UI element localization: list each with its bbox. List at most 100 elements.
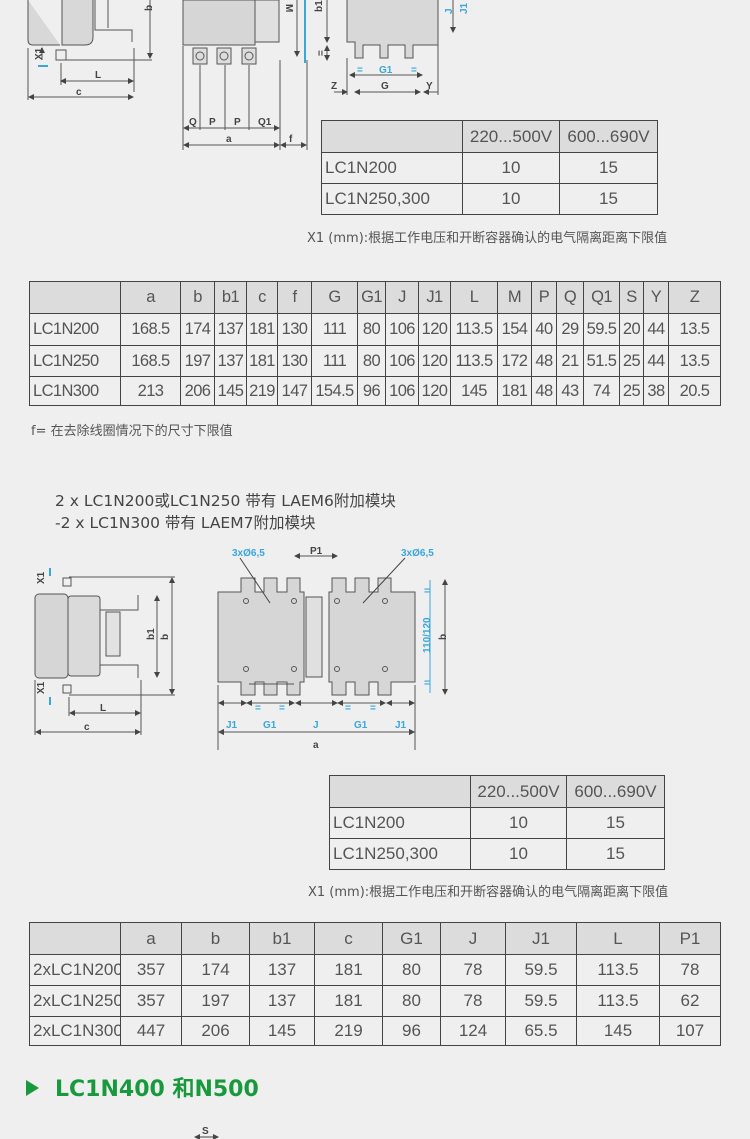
svg-text:G1: G1 bbox=[354, 720, 368, 731]
table-cell: L bbox=[450, 281, 498, 314]
drawing1-labels: X1 L c b Q P P Q1 a f M b1 = = G1 = G Z … bbox=[34, 0, 470, 145]
svg-text:Q1: Q1 bbox=[258, 117, 272, 128]
svg-text:=: = bbox=[255, 703, 261, 714]
table-cell: 206 bbox=[181, 1016, 250, 1046]
svg-text:J1: J1 bbox=[395, 720, 407, 731]
table-cell: a bbox=[120, 281, 181, 314]
table-cell: 44 bbox=[643, 313, 669, 346]
svg-text:b: b bbox=[160, 634, 171, 640]
svg-text:b1: b1 bbox=[314, 0, 325, 12]
svg-text:L: L bbox=[100, 703, 106, 714]
table-cell: 13.5 bbox=[668, 313, 721, 346]
table-cell: b bbox=[181, 922, 250, 955]
table-cell: 357 bbox=[120, 954, 182, 986]
table-cell: 74 bbox=[583, 376, 620, 406]
svg-text:G1: G1 bbox=[379, 65, 393, 76]
drawing2-labels: X1 X1 L c b1 b 3xØ6,5 3xØ6,5 P1 110/120 … bbox=[36, 546, 449, 751]
svg-text:=: = bbox=[316, 50, 327, 56]
table-cell: 219 bbox=[314, 1016, 383, 1046]
table-cell: 78 bbox=[440, 954, 506, 986]
svg-text:G: G bbox=[381, 81, 389, 92]
row-label: 2xLC1N300 bbox=[29, 1016, 121, 1046]
table-cell: P1 bbox=[659, 922, 721, 955]
table-cell: 181 bbox=[314, 985, 383, 1017]
rear-view-1 bbox=[324, 0, 456, 95]
table-cell: 62 bbox=[659, 985, 721, 1017]
table-cell: a bbox=[120, 922, 182, 955]
table-cell: f bbox=[277, 281, 312, 314]
table-cell: 145 bbox=[450, 376, 498, 406]
svg-text:b1: b1 bbox=[146, 628, 157, 640]
table-cell: 172 bbox=[497, 345, 532, 377]
svg-text:P1: P1 bbox=[310, 546, 323, 557]
table-cell: 137 bbox=[249, 954, 315, 986]
table-cell: 197 bbox=[180, 345, 215, 377]
table-cell: 65.5 bbox=[505, 1016, 577, 1046]
table-cell: b1 bbox=[214, 281, 247, 314]
svg-text:M: M bbox=[283, 4, 294, 12]
table-cell: b1 bbox=[249, 922, 315, 955]
table-cell: 137 bbox=[214, 313, 247, 346]
table-cell: 111 bbox=[311, 345, 358, 377]
table-cell: 51.5 bbox=[583, 345, 620, 377]
svg-text:c: c bbox=[84, 722, 90, 733]
table-cell: 137 bbox=[214, 345, 247, 377]
combo-line-1: 2 x LC1N200或LC1N250 带有 LAEM6附加模块 bbox=[55, 492, 396, 510]
table-cell: 48 bbox=[531, 376, 557, 406]
table-cell: 44 bbox=[643, 345, 669, 377]
table-cell: 124 bbox=[440, 1016, 506, 1046]
svg-text:L: L bbox=[95, 70, 101, 81]
table-cell: 43 bbox=[556, 376, 584, 406]
table-cell: 113.5 bbox=[576, 954, 660, 986]
table-cell: 20.5 bbox=[668, 376, 721, 406]
table-cell: c bbox=[246, 281, 278, 314]
table-cell: 113.5 bbox=[450, 345, 498, 377]
svg-text:X1: X1 bbox=[36, 571, 47, 584]
table-cell: 145 bbox=[214, 376, 247, 406]
next-drawing-stub: S bbox=[194, 1126, 219, 1139]
section-heading: LC1N400 和N500 bbox=[26, 1071, 259, 1103]
svg-text:G1: G1 bbox=[263, 720, 277, 731]
table-cell: 130 bbox=[277, 313, 312, 346]
table-cell: 168.5 bbox=[120, 313, 181, 346]
table-cell: 80 bbox=[357, 345, 386, 377]
svg-text:=: = bbox=[357, 65, 363, 76]
table-cell: 106 bbox=[385, 345, 419, 377]
triangle-bullet-icon bbox=[26, 1080, 39, 1096]
svg-text:Q: Q bbox=[189, 117, 197, 128]
row-label: 2xLC1N250 bbox=[29, 985, 121, 1017]
table-cell: 78 bbox=[659, 954, 721, 986]
table-cell: 80 bbox=[357, 313, 386, 346]
table-cell: Y bbox=[643, 281, 669, 314]
table-cell: 145 bbox=[249, 1016, 315, 1046]
table-cell: G1 bbox=[357, 281, 386, 314]
row-label bbox=[29, 281, 121, 314]
svg-text:X1: X1 bbox=[34, 47, 45, 60]
svg-text:f: f bbox=[289, 134, 293, 145]
table-cell: Q1 bbox=[583, 281, 620, 314]
table-cell: 29 bbox=[556, 313, 584, 346]
table-cell: 96 bbox=[357, 376, 386, 406]
table-cell: 357 bbox=[120, 985, 182, 1017]
table-cell: 80 bbox=[382, 954, 441, 986]
table-cell: 113.5 bbox=[450, 313, 498, 346]
svg-text:=: = bbox=[345, 703, 351, 714]
section-title: LC1N400 和N500 bbox=[55, 1077, 259, 1102]
table-cell: M bbox=[497, 281, 532, 314]
svg-text:c: c bbox=[76, 87, 82, 98]
table-cell: 447 bbox=[120, 1016, 182, 1046]
table-cell: 111 bbox=[311, 313, 358, 346]
table-cell: c bbox=[314, 922, 383, 955]
table-cell: 59.5 bbox=[505, 954, 577, 986]
table-cell: 106 bbox=[385, 313, 419, 346]
svg-text:J1: J1 bbox=[226, 720, 238, 731]
table-cell: J1 bbox=[505, 922, 577, 955]
table-cell: S bbox=[619, 281, 644, 314]
